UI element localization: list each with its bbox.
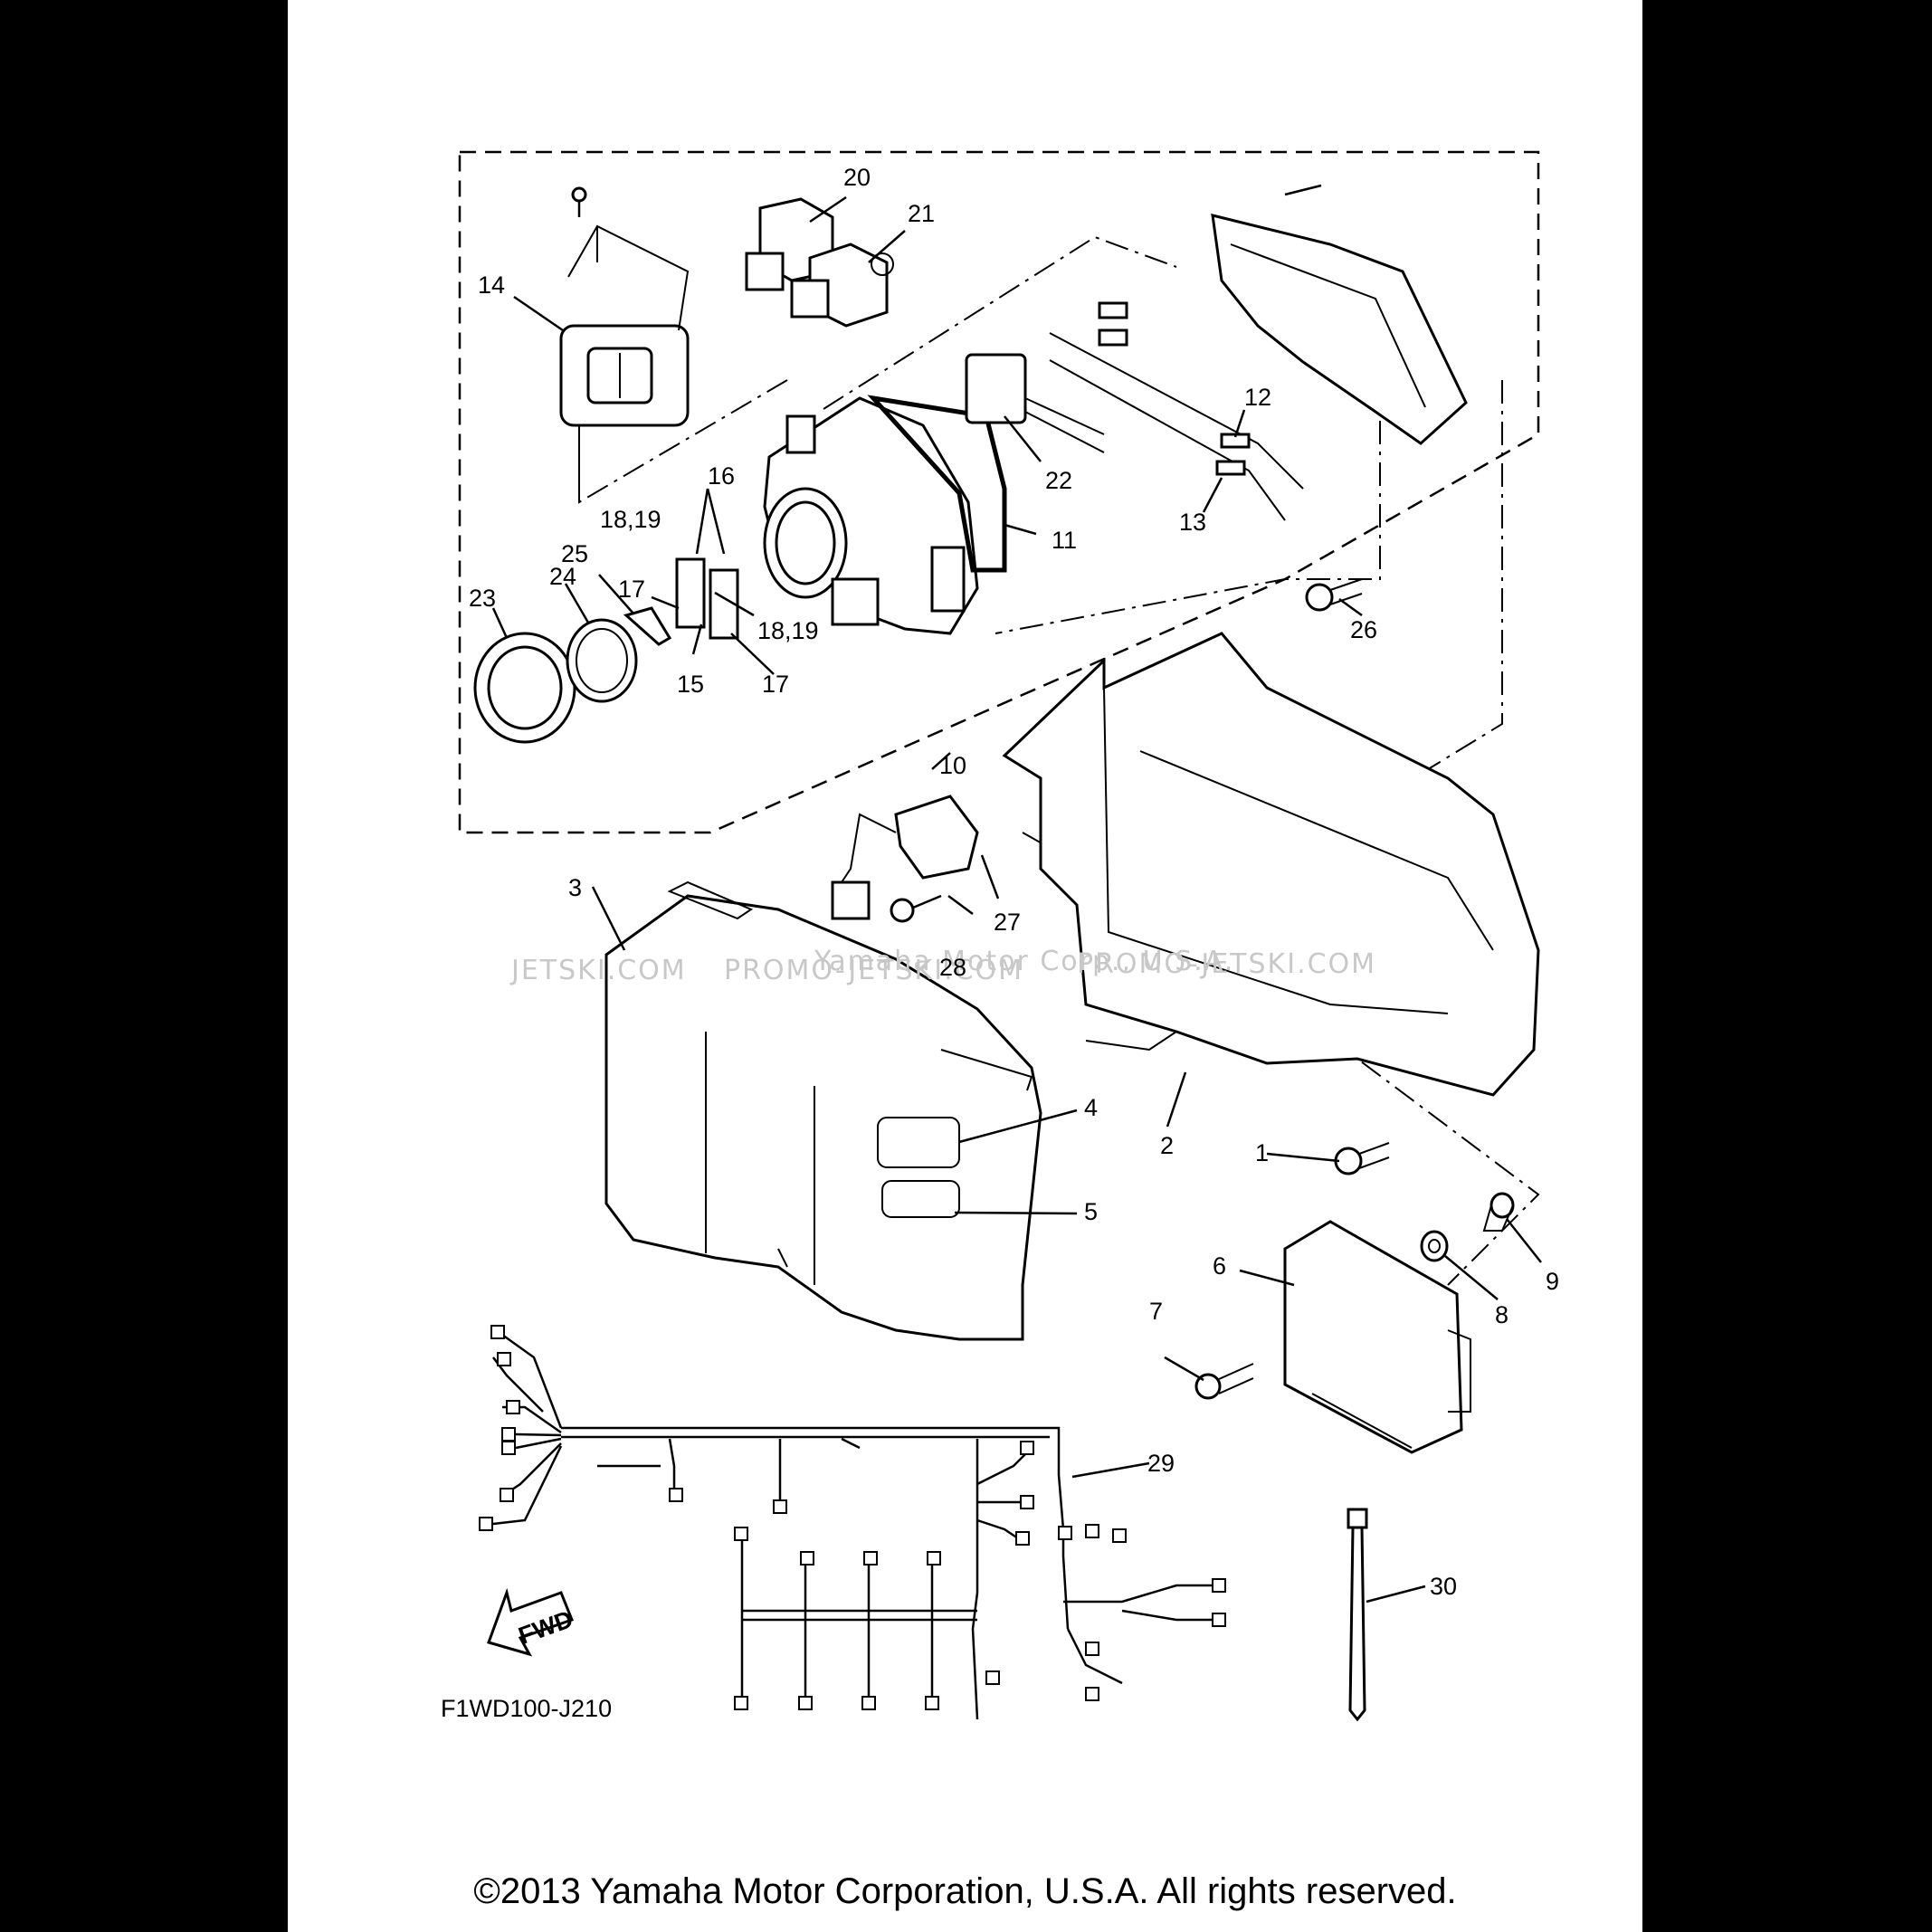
callout-10: 10 (939, 752, 966, 779)
callout-numbers: 1 2 3 4 5 6 7 8 9 10 11 12 13 14 15 16 1… (441, 164, 1559, 1722)
leader-lines (491, 195, 1542, 1604)
cover-plate (1211, 184, 1468, 445)
diagram-code: F1WD100-J210 (441, 1695, 612, 1722)
part-23-cap (473, 632, 576, 744)
callout-29: 29 (1147, 1450, 1175, 1477)
callout-14: 14 (478, 271, 505, 299)
watermark-right: PROMO-JETSKI.COM (1077, 948, 1376, 980)
part-22-sensor (965, 353, 1105, 453)
part-6-ecu (1283, 1220, 1471, 1454)
part-30-cable-tie (1347, 1508, 1368, 1722)
callout-13: 13 (1179, 509, 1206, 536)
callout-9: 9 (1546, 1268, 1559, 1295)
part-8-grommet (1420, 1230, 1449, 1262)
callout-30: 30 (1430, 1573, 1457, 1600)
part-11-throttle-body (763, 395, 1007, 635)
callout-22: 22 (1045, 467, 1072, 494)
callout-21: 21 (908, 200, 935, 227)
callout-28: 28 (939, 954, 966, 981)
callout-17b: 17 (762, 671, 789, 698)
part-2-electrical-box (1002, 632, 1540, 1097)
callout-26: 26 (1350, 616, 1377, 643)
watermark-center: PROMO-JETSKI.COM (724, 955, 1023, 986)
part-15-19-terminals (675, 557, 739, 640)
callout-25: 25 (561, 540, 588, 567)
callout-15: 15 (677, 671, 704, 698)
callout-20: 20 (843, 164, 871, 191)
part-26-bolt (1305, 578, 1363, 612)
callout-2: 2 (1160, 1132, 1174, 1159)
watermark-center-small: Yamaha Motor Corp., U.S.A. (814, 946, 1234, 977)
part-7-bolt (1194, 1363, 1254, 1400)
part-28-bolt (890, 894, 942, 923)
part-20-21-relays (745, 197, 894, 328)
callout-17a: 17 (618, 576, 645, 603)
callout-18-19a: 18,19 (600, 506, 661, 533)
part-3-cover (604, 880, 1042, 1341)
callout-27: 27 (994, 909, 1021, 936)
part-29-wire-harness (492, 1328, 1217, 1720)
callout-12: 12 (1244, 384, 1271, 411)
part-27-sensor (831, 795, 979, 920)
part-12-13-cables (1049, 301, 1304, 521)
part-14-switch (559, 186, 690, 502)
callout-5: 5 (1084, 1198, 1098, 1225)
fwd-arrow-icon: FWD (487, 1587, 576, 1657)
part-9-collar (1482, 1192, 1515, 1232)
copyright-notice: ©2013 Yamaha Motor Corporation, U.S.A. A… (473, 1871, 1457, 1911)
callout-1: 1 (1255, 1139, 1269, 1166)
callout-7: 7 (1149, 1298, 1163, 1325)
callout-24: 24 (549, 563, 576, 590)
assembly-boundary-10 (458, 150, 1540, 834)
part-25-clip (623, 606, 672, 646)
callout-23: 23 (469, 585, 496, 612)
callout-3: 3 (568, 874, 582, 901)
harness-connectors (479, 1325, 1226, 1710)
part-24-ring (566, 618, 638, 703)
callout-4: 4 (1084, 1094, 1098, 1121)
part-1-bolt (1334, 1142, 1390, 1175)
callout-18-19b: 18,19 (757, 617, 819, 644)
watermark: JETSKI.COM PROMO-JETSKI.COM Yamaha Motor… (509, 946, 1376, 986)
watermark-left: JETSKI.COM (509, 955, 687, 986)
callout-8: 8 (1495, 1301, 1508, 1328)
callout-11: 11 (1052, 527, 1077, 554)
callout-16: 16 (708, 462, 735, 490)
callout-6: 6 (1213, 1252, 1226, 1280)
